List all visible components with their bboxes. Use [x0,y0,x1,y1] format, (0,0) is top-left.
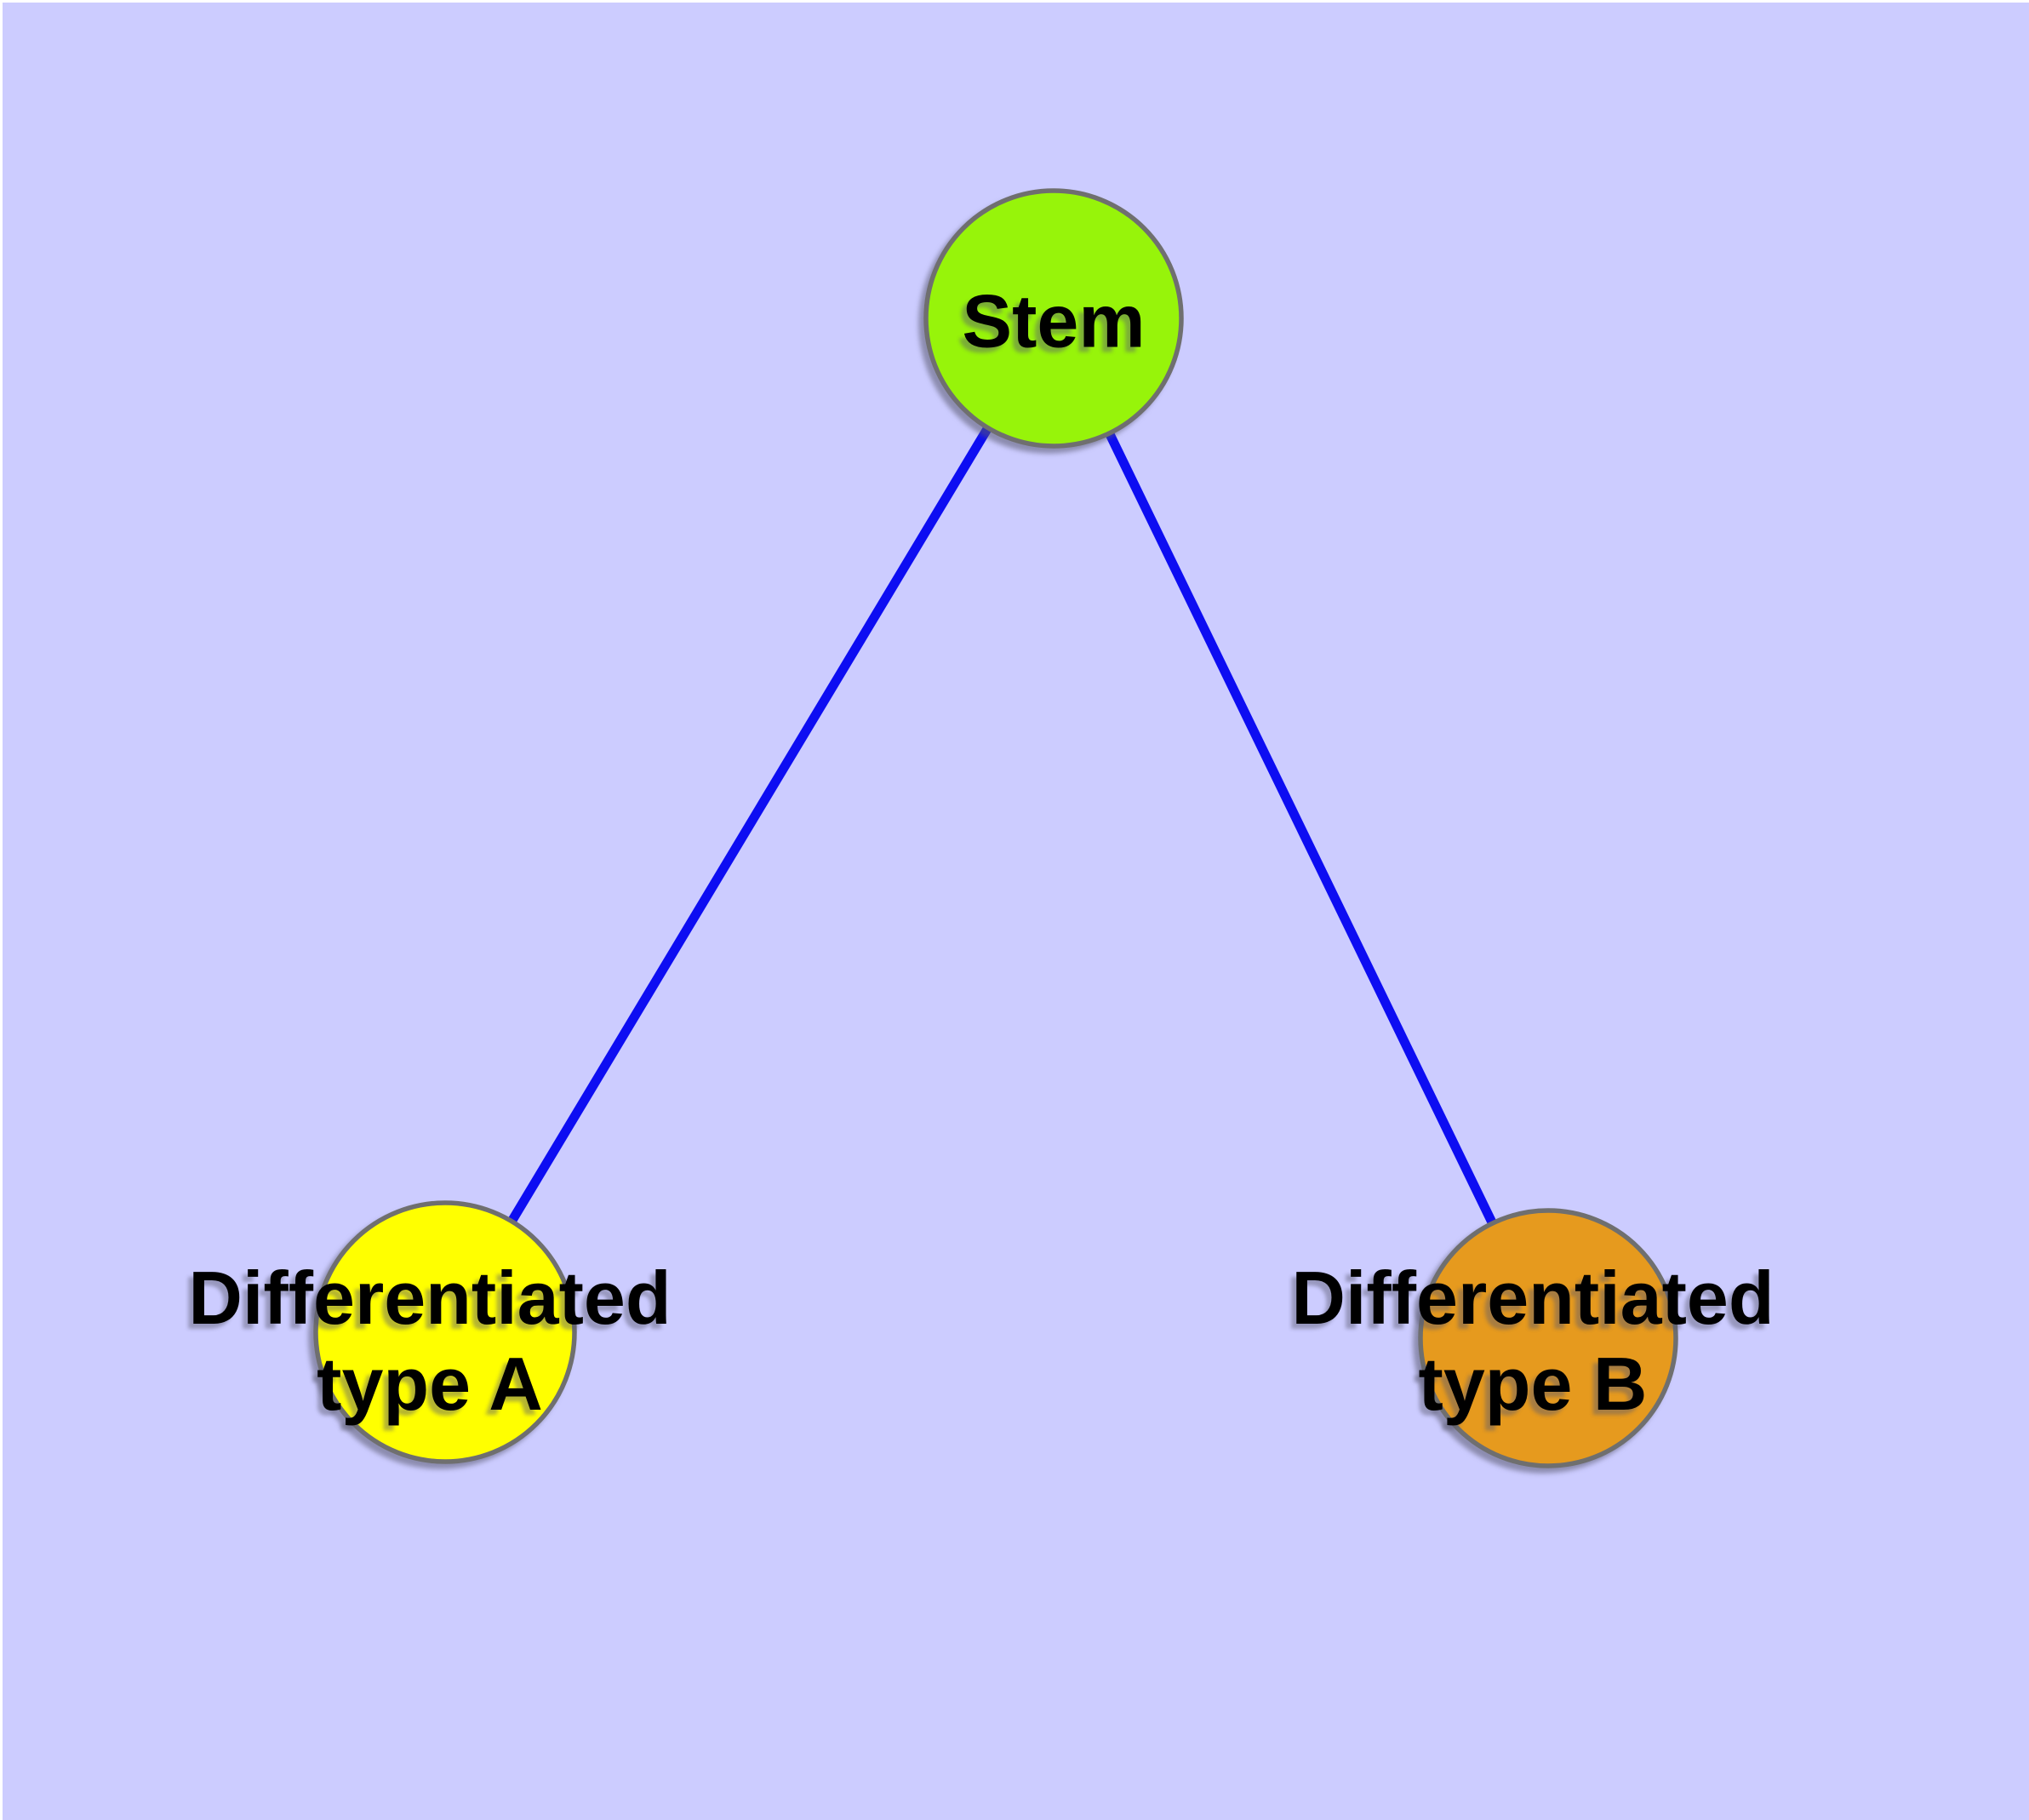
edge-stem-to-type-a [441,316,1058,1335]
node-stem-label-text: Stem [962,278,1146,363]
node-type-a-label: Differentiated type A [188,1255,671,1427]
node-type-a-circle [313,1200,577,1464]
node-stem-circle [923,188,1184,449]
node-type-b-label-line-2: type B [1418,1342,1648,1426]
node-stem-label: Stem [962,278,1145,364]
edge-stem-to-type-b [1049,316,1552,1341]
node-type-a-label-line-1: Differentiated [188,1256,672,1340]
node-type-b-label: Differentiated type B [1291,1255,1774,1427]
node-type-a-label-line-2: type A [317,1342,543,1426]
node-type-b-circle [1418,1208,1678,1468]
node-type-b-label-line-1: Differentiated [1291,1256,1775,1340]
